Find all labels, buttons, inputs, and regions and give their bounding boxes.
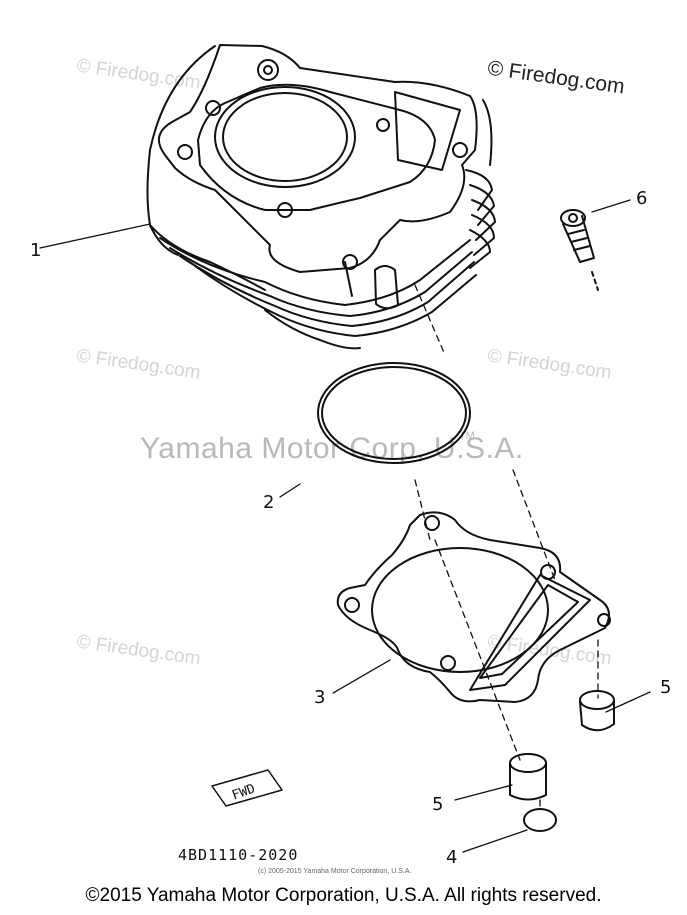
small-copyright: (c) 2005-2015 Yamaha Motor Corporation, … [258,868,412,875]
dowel-pin-part [509,753,547,801]
callout-4: 4 [446,847,458,868]
bolt-part [560,209,599,291]
leader-lines [39,199,651,853]
callout-5: 5 [660,677,672,698]
footer-copyright: ©2015 Yamaha Motor Corporation, U.S.A. A… [85,885,602,906]
callout-6: 6 [636,188,648,209]
callout-3: 3 [314,687,326,708]
cylinder-part [146,44,496,350]
o-ring-part [317,362,471,464]
assembly-lines [414,284,599,811]
callout-2: 2 [263,492,275,513]
callout-1: 1 [30,240,42,261]
fwd-stamp-box [211,769,283,807]
base-gasket-part [336,511,611,703]
callout-5: 5 [432,794,444,815]
part-number: 4BD1110-2020 [178,846,299,864]
plug-part [523,808,557,832]
dowel-pin-part [579,690,615,732]
